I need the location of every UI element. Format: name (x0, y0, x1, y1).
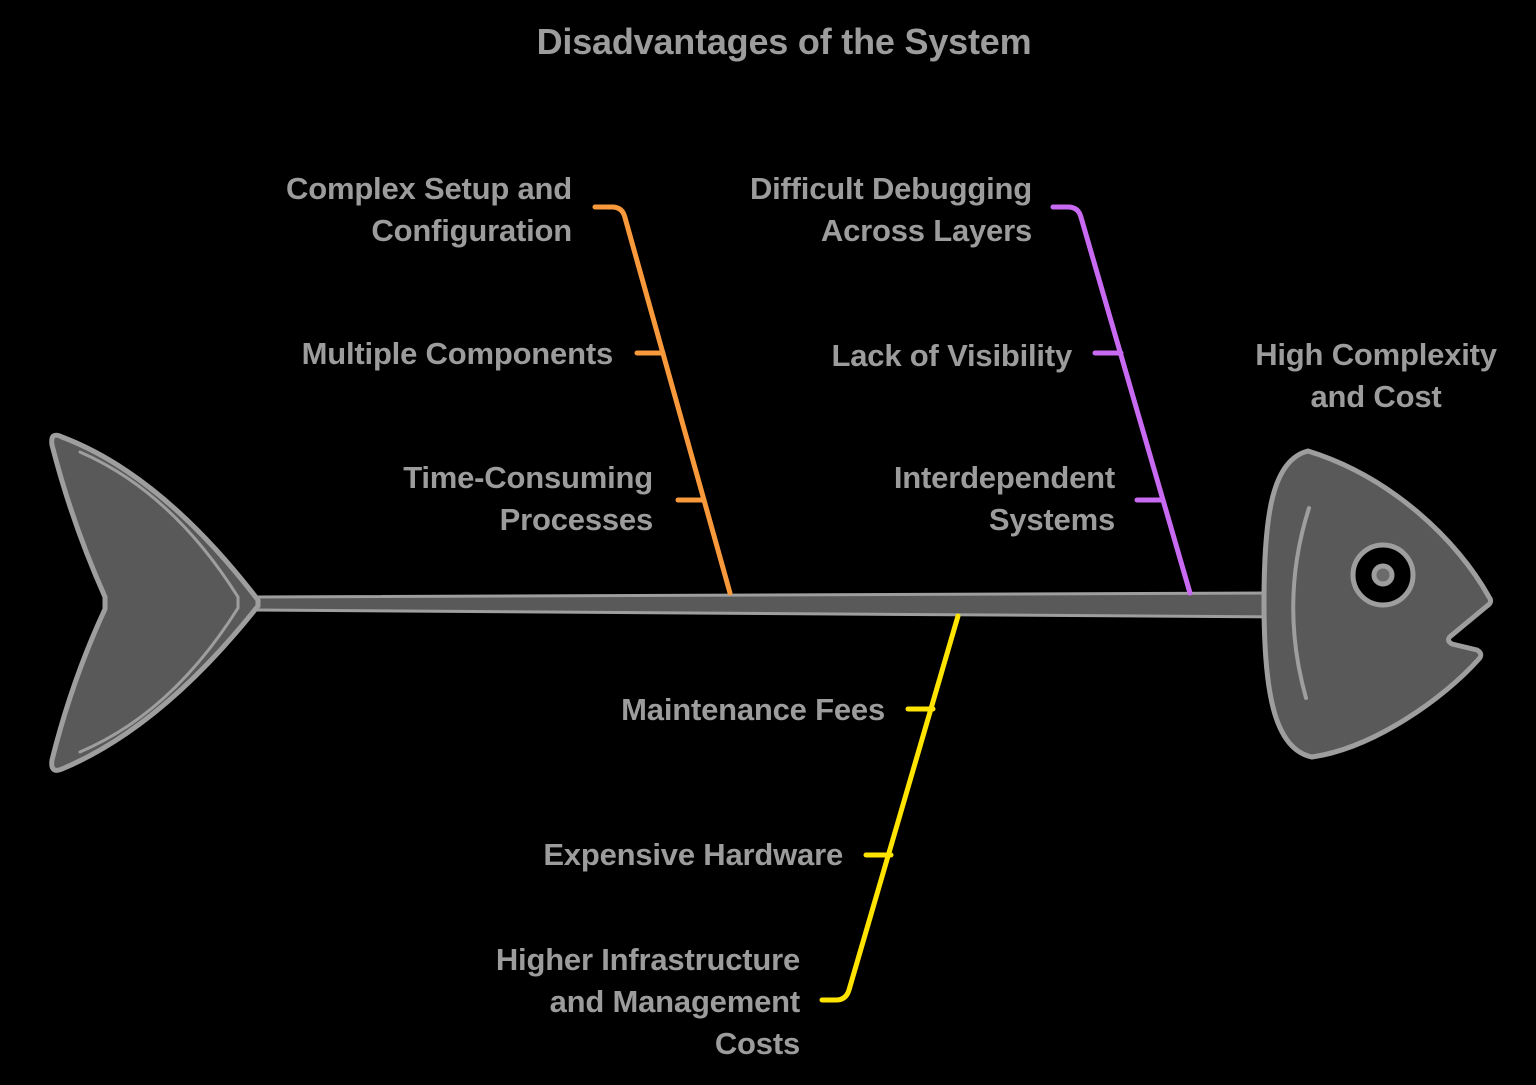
branch-line (1050, 204, 1193, 596)
fish-gill-line (1291, 506, 1311, 700)
cause-label-line: Time-Consuming (403, 460, 653, 495)
branch-line (819, 613, 961, 1003)
fish-spine-bone (250, 591, 1287, 619)
branch-top-left (592, 204, 733, 596)
branch-bottom (819, 613, 961, 1003)
cause-label-lack-of-visibility: Lack of Visibility (831, 335, 1073, 377)
cause-label-interdependent-systems: Interdependent Systems (894, 457, 1115, 541)
cause-label-expensive-hardware: Expensive Hardware (543, 834, 843, 876)
cause-label-line: Higher Infrastructure (495, 942, 800, 977)
cause-label-line: Interdependent (893, 460, 1115, 495)
branch-top-right (1050, 204, 1193, 596)
fish-tail-inner-line (78, 450, 240, 754)
cause-label-maintenance-fees: Maintenance Fees (621, 689, 885, 731)
effect-label-line: High Complexity (1255, 337, 1497, 372)
cause-label-line: Configuration (371, 213, 572, 248)
cause-label-line: and Management (549, 984, 801, 1019)
effect-label-line: and Cost (1310, 379, 1442, 414)
cause-label-time-consuming: Time-Consuming Processes (403, 457, 653, 541)
cause-label-line: Across Layers (820, 213, 1032, 248)
diagram-title: Disadvantages of the System (536, 21, 1032, 62)
branch-line (592, 204, 733, 596)
cause-label-line: Processes (499, 502, 654, 537)
fish-tail (49, 432, 261, 773)
cause-label-line: Multiple Components (301, 336, 614, 371)
cause-label-line: Systems (988, 502, 1115, 537)
cause-label-line: Costs (714, 1026, 800, 1061)
cause-label-line: Complex Setup and (286, 171, 572, 206)
cause-label-line: Lack of Visibility (831, 338, 1073, 373)
cause-label-complex-setup: Complex Setup and Configuration (286, 168, 572, 252)
cause-label-higher-infrastructure: Higher Infrastructure and Management Cos… (496, 939, 800, 1065)
cause-label-line: Maintenance Fees (621, 692, 885, 727)
cause-label-multiple-components: Multiple Components (301, 333, 614, 375)
cause-label-line: Difficult Debugging (749, 171, 1032, 206)
fish-eye-pupil (1371, 563, 1395, 587)
effect-label: High Complexity and Cost (1216, 334, 1536, 418)
cause-label-difficult-debugging: Difficult Debugging Across Layers (750, 168, 1032, 252)
cause-label-line: Expensive Hardware (543, 837, 843, 872)
